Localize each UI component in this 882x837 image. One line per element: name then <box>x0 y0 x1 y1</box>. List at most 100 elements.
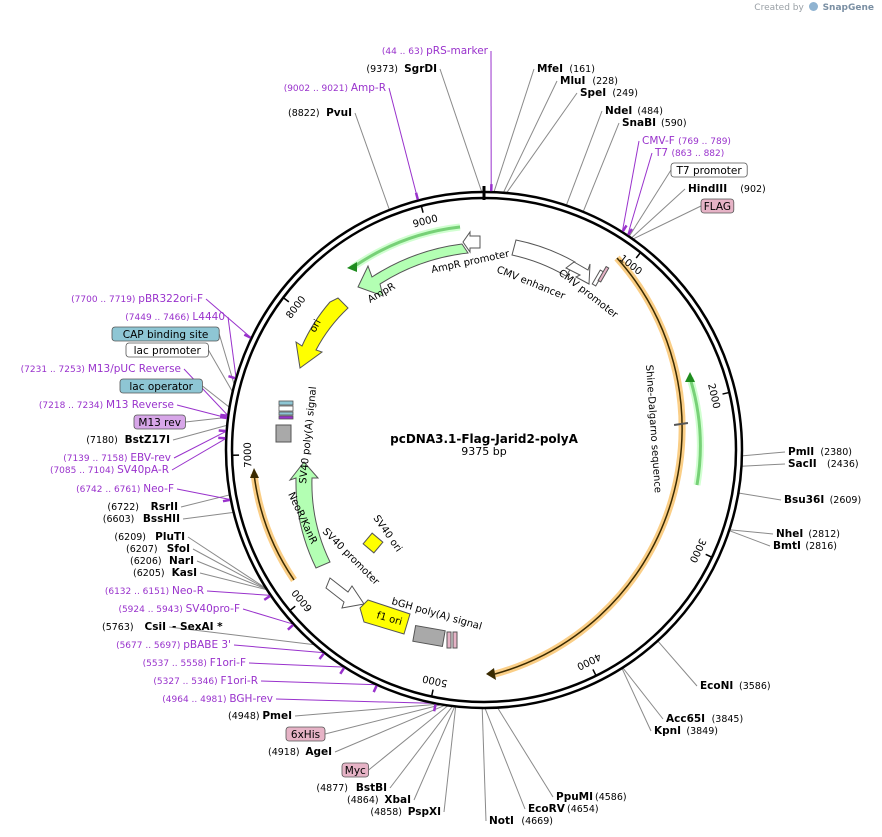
enzyme-label-hindiii[interactable]: HindIII <box>688 183 727 195</box>
enzyme-label-ecorv[interactable]: EcoRV <box>528 803 566 815</box>
snapgene-logo-icon <box>808 2 818 11</box>
enzyme-label-rsrii[interactable]: RsrII <box>151 501 178 513</box>
sv40-ori-feature[interactable] <box>362 532 384 554</box>
feature-box-lac-promoter[interactable] <box>125 342 209 358</box>
tick-mark <box>282 297 290 303</box>
enzyme-label-spei[interactable]: SpeI <box>580 87 606 99</box>
enzyme-label-kpni[interactable]: KpnI <box>654 725 681 737</box>
connector-primer-cmv-f <box>621 140 640 233</box>
enzyme-label-pspxi[interactable]: PspXI <box>408 806 441 818</box>
enzyme-label-sexai[interactable]: - SexAI * <box>172 621 223 633</box>
enzyme-label-nhei[interactable]: NheI <box>776 528 803 540</box>
lac-operator-mark[interactable] <box>278 411 294 416</box>
primer-label-cmv-f[interactable]: CMV-F (769 .. 789) <box>642 135 731 147</box>
primer-label-amp-r[interactable]: (9002 .. 9021) Amp-R <box>284 82 386 94</box>
connector-box-lac-promoter <box>207 349 234 393</box>
connector-pmli-r6 <box>741 451 786 457</box>
ori-feature[interactable] <box>295 297 349 369</box>
connector-primer-sv40pa-r <box>171 437 227 471</box>
feature-box-myc[interactable] <box>341 762 370 778</box>
enzyme-label-ndei[interactable]: NdeI <box>605 105 632 117</box>
connector-agei-12 <box>334 704 446 753</box>
connector-primer-pbabe-3 <box>233 644 325 654</box>
primer-label-f1ori-f[interactable]: (5537 .. 5558) F1ori-F <box>143 657 246 669</box>
feature-box-cap-binding-site[interactable] <box>111 326 220 342</box>
enzyme-label-pvui[interactable]: PvuI <box>326 107 352 119</box>
primer-label-f1ori-r[interactable]: (5327 .. 5346) F1ori-R <box>153 675 258 687</box>
enzyme-label-bsu36i[interactable]: Bsu36I <box>784 494 824 506</box>
tick-mark <box>592 669 597 677</box>
flag-mark[interactable] <box>597 265 610 283</box>
primer-label-pbabe-3[interactable]: (5677 .. 5697) pBABE 3' <box>116 639 231 651</box>
enzyme-label-snabi[interactable]: SnaBI <box>622 117 656 129</box>
ampr-promoter-feature[interactable] <box>462 230 481 254</box>
tick-mark <box>705 553 713 558</box>
connector-primer-bgh-rev <box>275 698 436 704</box>
enzyme-pos-mlui: (228) <box>592 76 618 87</box>
feature-box-6xhis[interactable] <box>285 726 326 742</box>
enzyme-label-sacii[interactable]: SacII <box>788 458 817 470</box>
enzyme-label-sgrdi[interactable]: SgrDI <box>404 63 437 75</box>
primer-label-ebv-rev[interactable]: (7139 .. 7158) EBV-rev <box>63 452 171 464</box>
his-myc-mark-1[interactable] <box>446 631 452 649</box>
ampr-feature[interactable] <box>357 243 469 297</box>
enzyme-label-pmei[interactable]: PmeI <box>262 710 292 722</box>
bgh-polya-feature[interactable] <box>412 624 446 648</box>
enzyme-label-xbai[interactable]: XbaI <box>384 794 411 806</box>
feature-box-m13-rev[interactable] <box>133 414 186 430</box>
lac-promoter-mark[interactable] <box>278 405 294 412</box>
primer-label-t7[interactable]: T7 (863 .. 882) <box>654 147 724 159</box>
connector-kpni-r13 <box>621 667 652 732</box>
enzyme-label-csii[interactable]: CsiI <box>145 621 166 633</box>
enzyme-label-nari[interactable]: NarI <box>169 555 194 567</box>
enzyme-label-acc65i[interactable]: Acc65I <box>666 713 705 725</box>
enzyme-label-agei[interactable]: AgeI <box>305 746 332 758</box>
primer-label-m13-puc-reverse[interactable]: (7231 .. 7253) M13/pUC Reverse <box>21 363 181 375</box>
enzyme-label-pluti[interactable]: PluTI <box>155 531 185 543</box>
shine-dalgarno-label: Shine-Dalgarno sequence <box>643 364 663 493</box>
m13-rev-mark[interactable] <box>278 415 294 420</box>
sv40-polya-feature[interactable] <box>275 424 292 443</box>
cap-binding-site-mark[interactable] <box>278 400 294 406</box>
enzyme-label-sfoi[interactable]: SfoI <box>167 543 190 555</box>
enzyme-label-bmti[interactable]: BmtI <box>773 540 801 552</box>
enzyme-label-bstz17i[interactable]: BstZ17I <box>125 434 170 446</box>
enzyme-label-ppumi[interactable]: PpuMI <box>556 791 593 803</box>
enzyme-label-mfei[interactable]: MfeI <box>537 63 563 75</box>
enzyme-label-bstbi[interactable]: BstBI <box>356 782 387 794</box>
enzyme-label-econi[interactable]: EcoNI <box>700 680 733 692</box>
enzyme-label-kasi[interactable]: KasI <box>172 567 197 579</box>
cmv-promoter-feature[interactable] <box>565 261 591 285</box>
enzyme-label-bsshii[interactable]: BssHII <box>143 513 180 525</box>
feature-box-flag[interactable] <box>700 198 735 214</box>
neor-kanr-feature[interactable] <box>288 461 331 569</box>
primer-label-l4440[interactable]: (7449 .. 7466) L4440 <box>125 311 225 323</box>
mark-l4440 <box>228 375 236 380</box>
sv40-promoter-feature[interactable] <box>325 577 365 609</box>
connector-bstbi-13 <box>389 705 453 789</box>
connector-nari-7 <box>196 560 268 590</box>
primer-label-bgh-rev[interactable]: (4964 .. 4981) BGH-rev <box>162 693 273 705</box>
connector-econi-r11 <box>657 640 698 687</box>
enzyme-label-pmli[interactable]: PmlI <box>788 446 814 458</box>
connector-bstz17i-2 <box>172 424 228 441</box>
sd-green-arrow-icon <box>685 372 695 382</box>
primer-label-sv40pa-r[interactable]: (7085 .. 7104) SV40pA-R <box>50 464 169 476</box>
cmv-enhancer-feature[interactable] <box>511 239 576 277</box>
f1-ori-feature[interactable] <box>359 599 411 635</box>
primer-label-prs-marker[interactable]: (44 .. 63) pRS-marker <box>382 45 489 57</box>
primer-label-neo-r[interactable]: (6132 .. 6151) Neo-R <box>105 585 204 597</box>
enzyme-pos-ndei: (484) <box>637 106 663 117</box>
primer-label-m13-reverse[interactable]: (7218 .. 7234) M13 Reverse <box>39 399 174 411</box>
mark-neo-r <box>263 594 271 601</box>
his-myc-mark-2[interactable] <box>452 631 458 649</box>
primer-label-pbr322ori-f[interactable]: (7700 .. 7719) pBR322ori-F <box>71 293 203 305</box>
enzyme-label-noti[interactable]: NotI <box>489 815 514 827</box>
primer-label-sv40pro-f[interactable]: (5924 .. 5943) SV40pro-F <box>118 603 240 615</box>
mark-pbr322ori-f <box>243 333 252 339</box>
feature-box-t7-promoter[interactable] <box>670 162 748 178</box>
enzyme-label-mlui[interactable]: MluI <box>560 75 585 87</box>
primer-label-neo-f[interactable]: (6742 .. 6761) Neo-F <box>76 483 174 495</box>
tick-mark <box>420 205 424 213</box>
feature-box-lac-operator[interactable] <box>119 378 203 394</box>
